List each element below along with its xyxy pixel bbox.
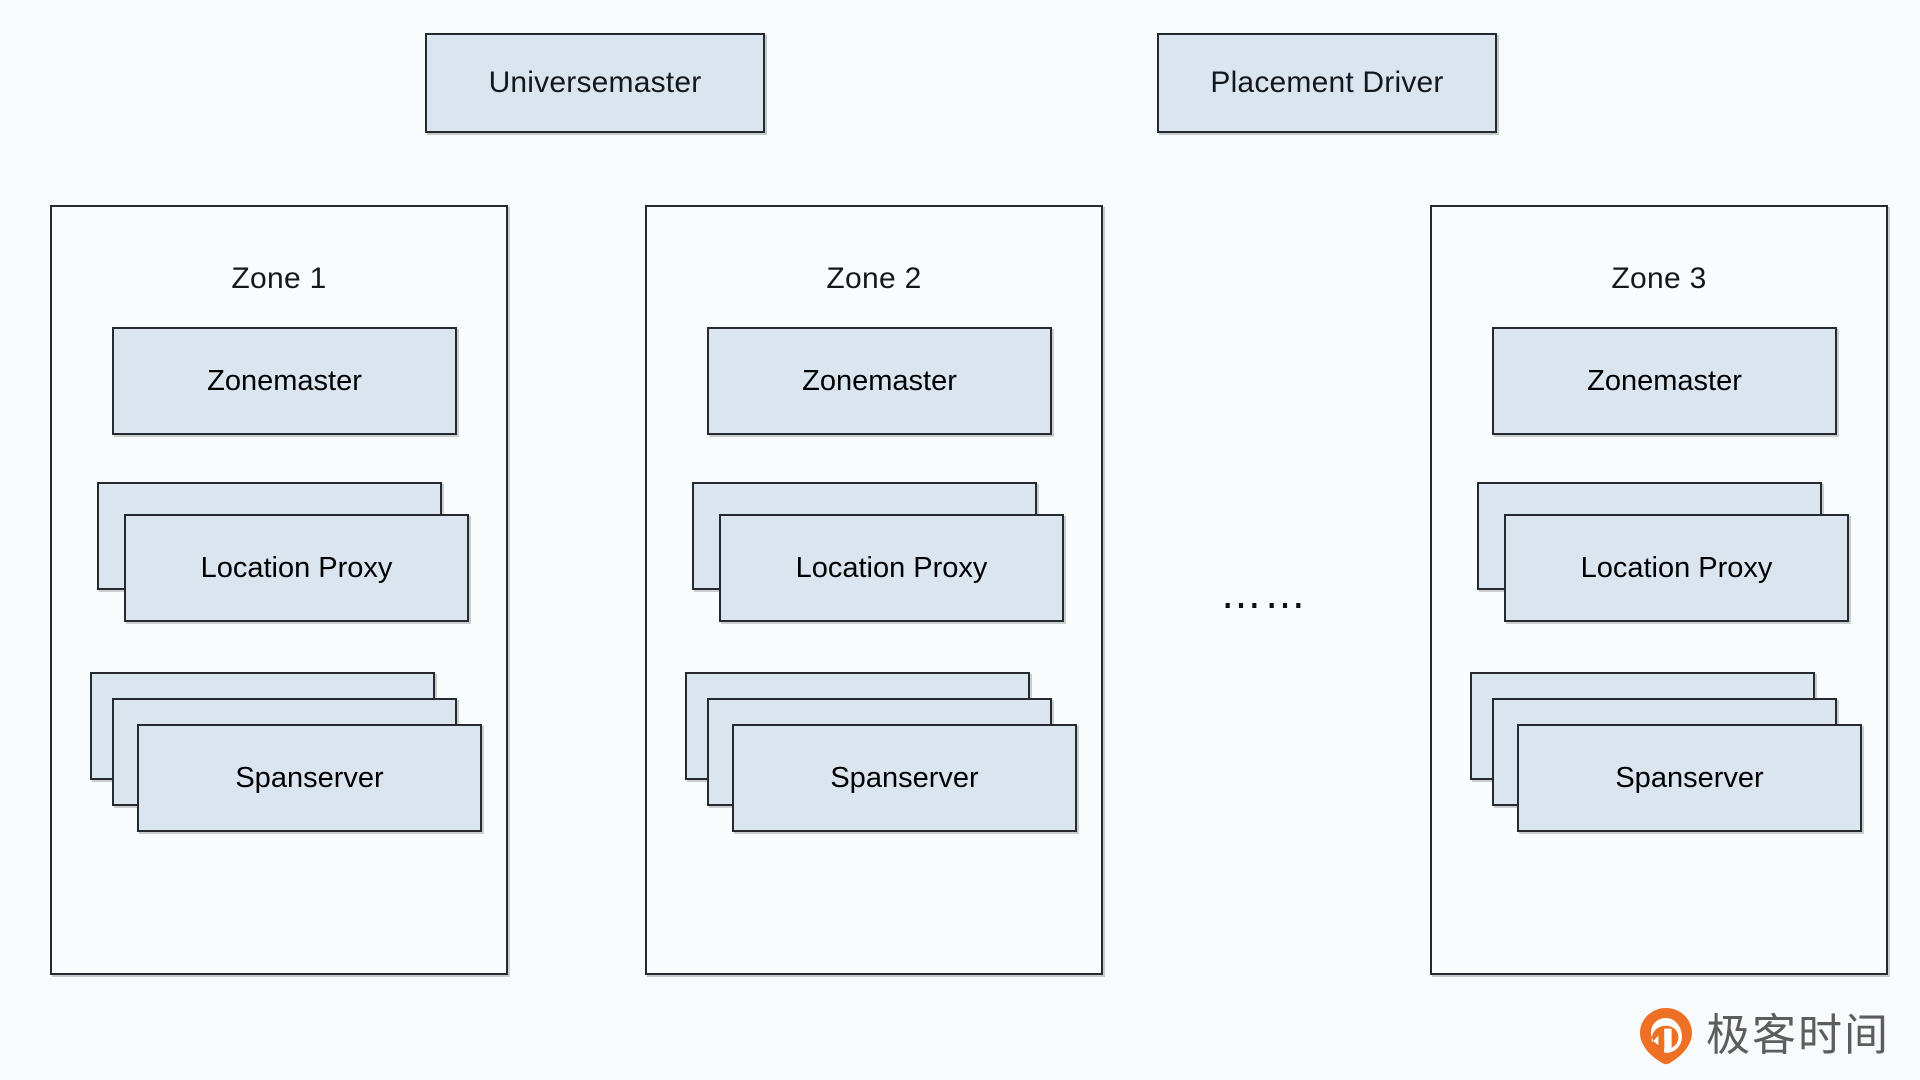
zone-container-2: Zone 2 Zonemaster Location Proxy Spanser… <box>645 205 1103 975</box>
zonemaster-stack-2: Zonemaster <box>647 327 1101 435</box>
spanserver-label-3: Spanserver <box>1615 761 1764 794</box>
location-proxy-label-1: Location Proxy <box>200 551 393 584</box>
location-proxy-stack-3: Location Proxy <box>1432 482 1886 622</box>
spanserver-stack-2: Spanserver <box>647 672 1101 832</box>
zone-title-3: Zone 3 <box>1611 262 1707 295</box>
zone-title-2: Zone 2 <box>826 262 922 295</box>
placement-driver-node: Placement Driver <box>1157 33 1497 133</box>
location-proxy-stack-1: Location Proxy <box>52 482 506 622</box>
placement-driver-label: Placement Driver <box>1210 66 1444 99</box>
location-proxy-label-2: Location Proxy <box>795 551 988 584</box>
spanserver-stack-3: Spanserver <box>1432 672 1886 832</box>
geektime-logo-icon <box>1640 1008 1692 1065</box>
zones-ellipsis: …… <box>1221 572 1309 618</box>
zonemaster-stack-1: Zonemaster <box>52 327 506 435</box>
zonemaster-node-1: Zonemaster <box>112 327 457 435</box>
location-proxy-label-3: Location Proxy <box>1580 551 1773 584</box>
location-proxy-stack-2: Location Proxy <box>647 482 1101 622</box>
spanserver-node-2: Spanserver <box>732 724 1077 832</box>
spanserver-label-2: Spanserver <box>830 761 979 794</box>
zonemaster-stack-3: Zonemaster <box>1432 327 1886 435</box>
zonemaster-label-1: Zonemaster <box>207 364 362 397</box>
spanserver-stack-1: Spanserver <box>52 672 506 832</box>
zonemaster-node-2: Zonemaster <box>707 327 1052 435</box>
spanserver-node-1: Spanserver <box>137 724 482 832</box>
zone-title-1: Zone 1 <box>231 262 327 295</box>
zonemaster-node-3: Zonemaster <box>1492 327 1837 435</box>
location-proxy-node-2: Location Proxy <box>719 514 1064 622</box>
zone-container-3: Zone 3 Zonemaster Location Proxy Spanser… <box>1430 205 1888 975</box>
universemaster-node: Universemaster <box>425 33 765 133</box>
spanserver-node-3: Spanserver <box>1517 724 1862 832</box>
watermark-text: 极客时间 <box>1706 1010 1890 1061</box>
zonemaster-label-3: Zonemaster <box>1587 364 1742 397</box>
location-proxy-node-1: Location Proxy <box>124 514 469 622</box>
location-proxy-node-3: Location Proxy <box>1504 514 1849 622</box>
watermark: 极客时间 <box>1638 1006 1890 1066</box>
universemaster-label: Universemaster <box>488 66 702 99</box>
spanserver-label-1: Spanserver <box>235 761 384 794</box>
zonemaster-label-2: Zonemaster <box>802 364 957 397</box>
zone-container-1: Zone 1 Zonemaster Location Proxy Spanser… <box>50 205 508 975</box>
